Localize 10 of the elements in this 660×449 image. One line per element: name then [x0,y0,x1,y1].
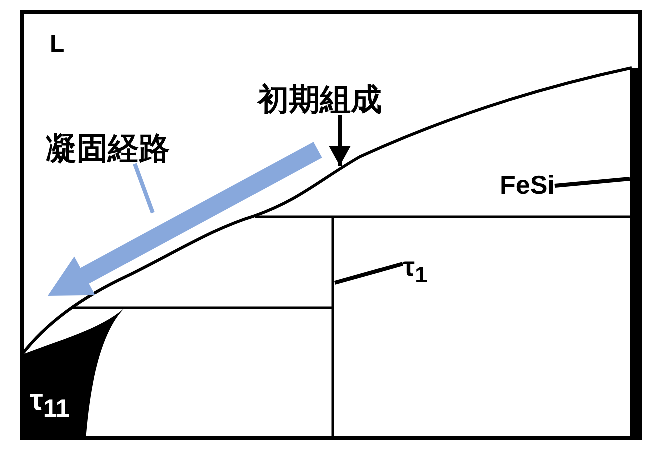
phase-label: τ$_{1}$ [403,254,428,287]
phase-label: FeSi [500,172,555,198]
path-label: 凝固経路 [46,133,170,164]
leader-line [334,262,404,285]
leader-line [133,163,155,214]
phase-label: τ$_{11}$ [30,386,70,422]
leader-line [554,177,630,188]
composition-label: 初期組成 [258,84,382,115]
region-label: L [50,33,65,57]
arrow [329,115,351,166]
